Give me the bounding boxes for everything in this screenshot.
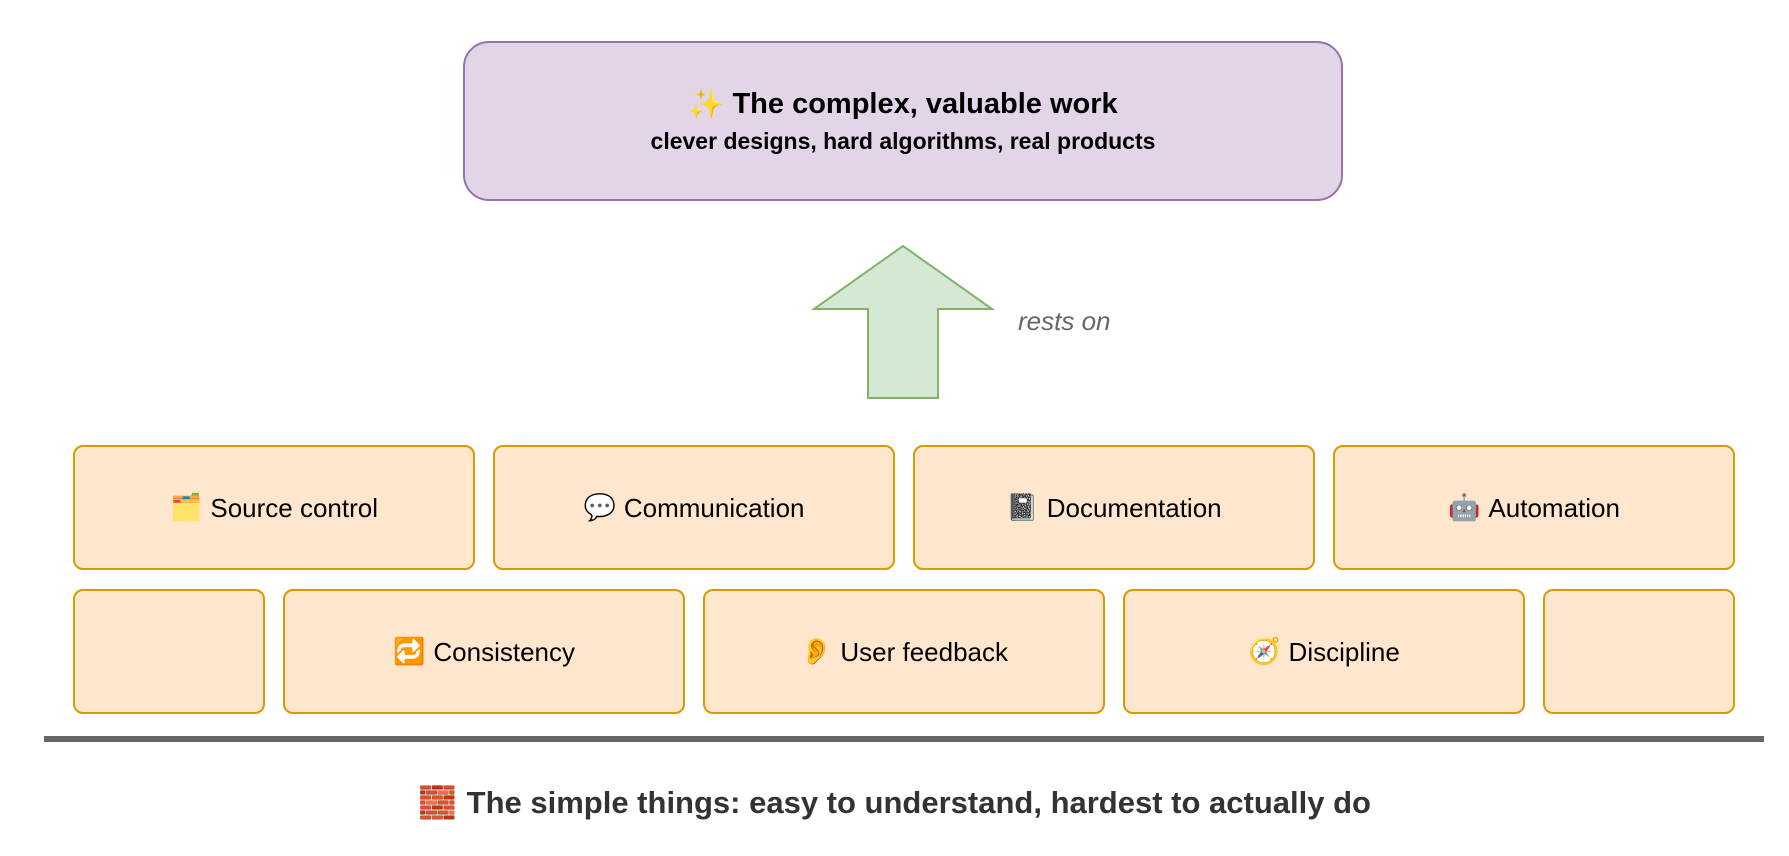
ear-icon: 👂 bbox=[799, 636, 833, 667]
block-label: Consistency bbox=[433, 636, 575, 667]
block-label: Communication bbox=[623, 492, 805, 523]
complex-work-box: ✨ The complex, valuable work clever desi… bbox=[463, 41, 1343, 201]
block-empty-left bbox=[73, 589, 265, 714]
complex-work-title-row: ✨ The complex, valuable work bbox=[688, 86, 1117, 122]
complex-work-subtitle: clever designs, hard algorithms, real pr… bbox=[650, 128, 1156, 154]
block-user-feedback: 👂 User feedback bbox=[703, 589, 1105, 714]
block-communication: 💬 Communication bbox=[493, 445, 895, 570]
speech-balloon-icon: 💬 bbox=[583, 492, 616, 523]
block-consistency: 🔁 Consistency bbox=[283, 589, 685, 714]
up-arrow-shape bbox=[811, 244, 995, 399]
card-index-dividers-icon: 🗂️ bbox=[169, 492, 203, 523]
block-discipline: 🧭 Discipline bbox=[1123, 589, 1525, 714]
block-documentation: 📓 Documentation bbox=[913, 445, 1315, 570]
foundation-caption: 🧱 The simple things: easy to understand, … bbox=[0, 783, 1789, 823]
foundation-divider bbox=[44, 736, 1764, 742]
block-label: User feedback bbox=[840, 636, 1009, 667]
rests-on-label: rests on bbox=[1018, 306, 1111, 336]
notebook-icon: 📓 bbox=[1006, 492, 1039, 523]
block-label: Automation bbox=[1488, 492, 1620, 523]
block-empty-right bbox=[1543, 589, 1735, 714]
block-label: Discipline bbox=[1288, 636, 1400, 667]
up-arrow-icon bbox=[811, 244, 995, 399]
block-automation: 🤖 Automation bbox=[1333, 445, 1735, 570]
block-label: Source control bbox=[210, 492, 379, 523]
sparkles-icon: ✨ bbox=[688, 87, 725, 121]
robot-icon: 🤖 bbox=[1448, 492, 1481, 523]
block-label: Documentation bbox=[1046, 492, 1222, 523]
repeat-icon: 🔁 bbox=[393, 636, 426, 667]
foundation-caption-text: The simple things: easy to understand, h… bbox=[466, 785, 1371, 820]
brick-icon: 🧱 bbox=[418, 785, 457, 821]
block-source-control: 🗂️ Source control bbox=[73, 445, 475, 570]
complex-work-title: The complex, valuable work bbox=[732, 88, 1118, 120]
compass-icon: 🧭 bbox=[1248, 636, 1281, 667]
